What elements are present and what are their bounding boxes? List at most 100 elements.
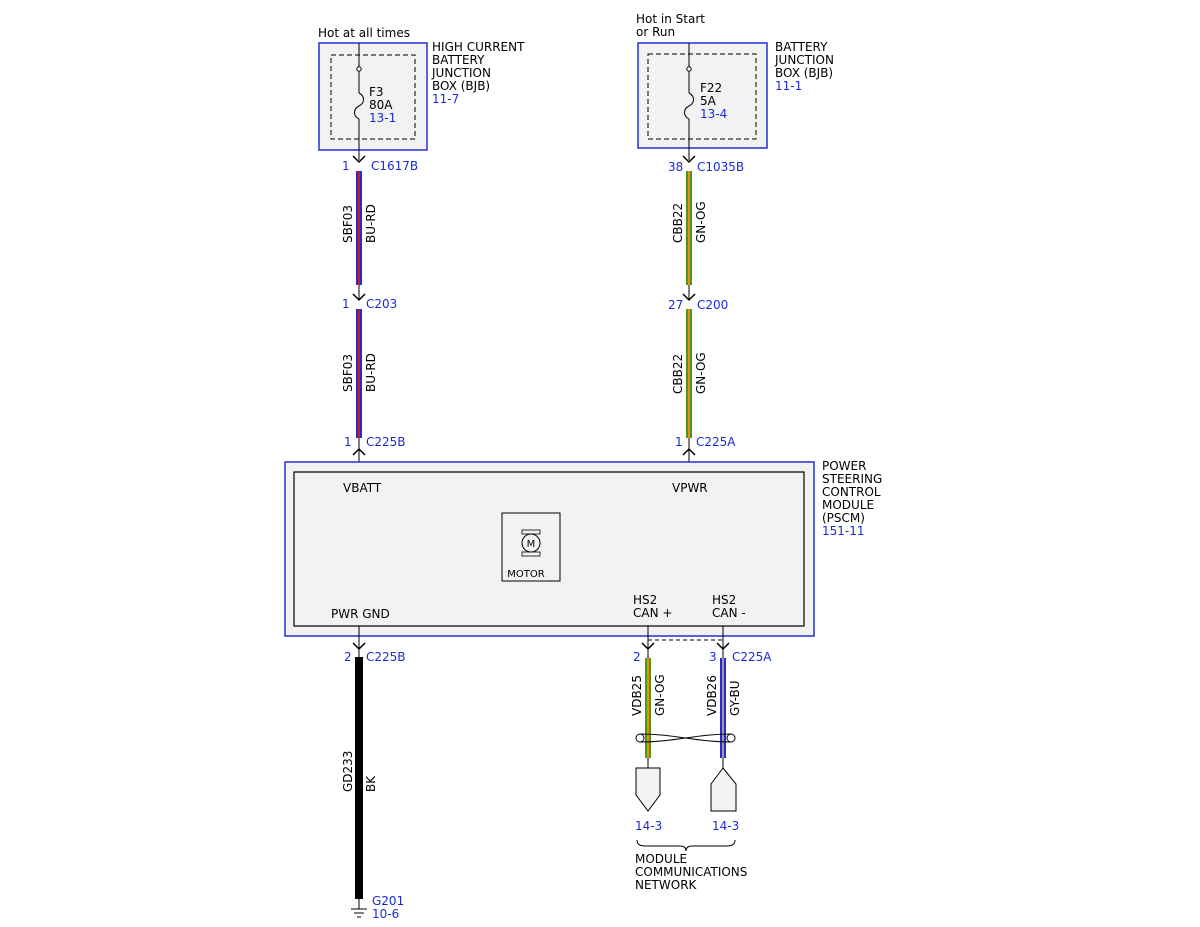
connector-c1617b: 1 C1617B [342, 155, 418, 173]
module-title-3: CONTROL [822, 485, 881, 499]
fuse-f22-ref: 13-4 [700, 107, 727, 121]
network-line-3: NETWORK [635, 878, 698, 892]
c225a-bottom-name: C225A [732, 650, 772, 664]
brace-icon [636, 839, 736, 852]
module-title-5: (PSCM) [822, 511, 865, 525]
c225a-top-name: C225A [696, 435, 736, 449]
ground-circuit: 2 C225B GD233 BK G201 10-6 [341, 626, 406, 921]
motor-symbol: M [527, 539, 536, 550]
gd233-circuit: GD233 [341, 751, 355, 792]
pin-label-vbatt: VBATT [343, 481, 382, 495]
cbb22-lower-color: GN-OG [694, 352, 708, 394]
pin-label-vpwr: VPWR [672, 481, 708, 495]
c225b-top-pin: 1 [344, 435, 352, 449]
vdb25-circuit: VDB25 [630, 675, 644, 716]
sbf03-lower-color: BU-RD [364, 353, 378, 392]
right-jbox-ref: 11-1 [775, 79, 802, 93]
module-title-1: POWER [822, 459, 866, 473]
connector-pin-icon [352, 642, 366, 651]
right-power-label-1: Hot in Start [636, 12, 705, 26]
right-jbox-line-1: BATTERY [775, 40, 828, 54]
sbf03-upper-color: BU-RD [364, 204, 378, 243]
c225a-top-pin: 1 [675, 435, 683, 449]
can-plus-ref: 14-3 [635, 819, 662, 833]
connector-pin-icon [352, 293, 366, 302]
vdb25-color: GN-OG [653, 674, 667, 716]
connector-pin-icon [716, 642, 730, 651]
motor-component: M MOTOR [501, 512, 561, 582]
fuse-f22: F22 5A 13-4 [684, 43, 727, 160]
fuse-icon [684, 92, 694, 120]
sbf03-upper-circuit: SBF03 [341, 205, 355, 243]
wire-cbb22-lower: CBB22 GN-OG [671, 309, 708, 438]
connector-pin-icon [352, 447, 366, 456]
fuse-f3-name: F3 [369, 85, 384, 99]
fuse-terminal-icon [686, 66, 692, 72]
can-minus-ref: 14-3 [712, 819, 739, 833]
left-jbox-line-3: JUNCTION [431, 66, 491, 80]
vdb26-circuit: VDB26 [705, 675, 719, 716]
c1035b-name: C1035B [697, 160, 744, 174]
can-minus-offpage-icon [710, 767, 737, 812]
connector-c203: 1 C203 [342, 285, 397, 311]
ground-icon [351, 908, 367, 918]
c1617b-pin: 1 [342, 159, 350, 173]
cbb22-lower-circuit: CBB22 [671, 354, 685, 394]
wire-cbb22-upper: CBB22 GN-OG [671, 171, 708, 285]
motor-label: MOTOR [507, 569, 544, 580]
connector-c1035b: 38 C1035B [668, 155, 744, 174]
connector-pin-icon [682, 293, 696, 302]
connector-pin-icon [352, 155, 366, 164]
c225b-bottom-pin: 2 [344, 650, 352, 664]
c225b-bottom-name: C225B [366, 650, 406, 664]
left-power-label: Hot at all times [318, 26, 410, 40]
vdb26-color: GY-BU [728, 680, 742, 716]
c225b-top-name: C225B [366, 435, 406, 449]
fuse-f3: F3 80A 13-1 [354, 43, 396, 160]
ground-g201: G201 [372, 894, 404, 908]
pin-label-pwr-gnd: PWR GND [331, 607, 390, 621]
right-jbox-line-2: JUNCTION [774, 53, 834, 67]
connector-pin-icon [682, 447, 696, 456]
cbb22-upper-circuit: CBB22 [671, 203, 685, 243]
connector-pin-icon [682, 155, 696, 164]
pin-label-can-plus-1: HS2 [633, 593, 657, 607]
c200-pin: 27 [668, 298, 683, 312]
fuse-f22-name: F22 [700, 81, 722, 95]
connector-c225b-vbatt: 1 C225B [344, 435, 406, 472]
can-plus-pin: 2 [633, 650, 641, 664]
fuse-terminal-icon [356, 66, 362, 72]
can-minus-pin: 3 [709, 650, 717, 664]
right-jbox-line-3: BOX (BJB) [775, 66, 833, 80]
pin-label-can-minus-2: CAN - [712, 606, 746, 620]
left-jbox-line-4: BOX (BJB) [432, 79, 490, 93]
ground-ref: 10-6 [372, 907, 399, 921]
c203-name: C203 [366, 297, 397, 311]
module-ref: 151-11 [822, 524, 865, 538]
c1035b-pin: 38 [668, 160, 683, 174]
can-circuit: 2 3 C225A VDB25 GN-OG VDB26 GY-BU 14-3 1… [630, 626, 772, 892]
network-line-2: COMMUNICATIONS [635, 865, 747, 879]
pscm-module: VBATT VPWR M MOTOR PWR GND HS2 CAN + HS2… [284, 459, 882, 637]
twisted-pair-icon [635, 733, 736, 743]
c200-name: C200 [697, 298, 728, 312]
c203-pin: 1 [342, 297, 350, 311]
cbb22-upper-color: GN-OG [694, 201, 708, 243]
pin-label-can-minus-1: HS2 [712, 593, 736, 607]
connector-pin-icon [641, 642, 655, 651]
left-jbox-line-1: HIGH CURRENT [432, 40, 525, 54]
sbf03-lower-circuit: SBF03 [341, 354, 355, 392]
wire-sbf03-lower: SBF03 BU-RD [341, 309, 378, 438]
right-junction-box: Hot in Start or Run BATTERY JUNCTION BOX… [636, 12, 834, 149]
wire-sbf03-upper: SBF03 BU-RD [341, 171, 378, 285]
fuse-icon [354, 92, 364, 120]
can-plus-offpage-icon [635, 767, 661, 812]
network-line-1: MODULE [635, 852, 687, 866]
left-junction-box: Hot at all times HIGH CURRENT BATTERY JU… [318, 26, 525, 151]
gd233-color: BK [364, 775, 378, 792]
fuse-f22-rating: 5A [700, 94, 717, 108]
right-power-label-2: or Run [636, 25, 675, 39]
module-title-4: MODULE [822, 498, 874, 512]
fuse-f3-rating: 80A [369, 98, 393, 112]
